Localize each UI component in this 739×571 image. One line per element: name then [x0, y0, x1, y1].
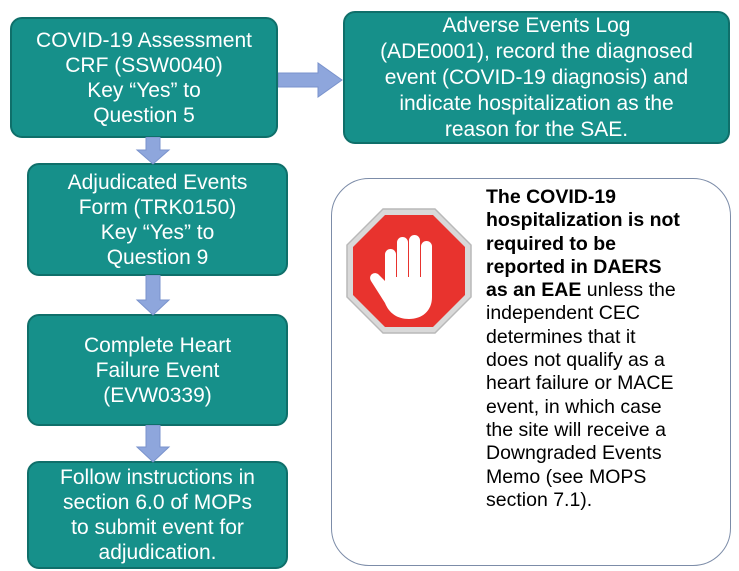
- heart-failure-line-3: (EVW0339): [103, 383, 212, 407]
- note-text: The COVID-19 hospitalization is not requ…: [486, 186, 726, 512]
- arrow-down-icon: [135, 275, 171, 316]
- adjudicated-line-2: Form (TRK0150): [78, 195, 237, 219]
- assessment-line-4: Question 5: [93, 103, 195, 127]
- note-bold-line-3: required to be: [486, 232, 617, 255]
- assessment-line-2: CRF (SSW0040): [65, 53, 223, 77]
- note-mixed-line: as an EAE unless the: [486, 279, 676, 302]
- assessment-line-1: COVID-19 Assessment: [36, 28, 252, 52]
- arrow-right-icon: [278, 62, 343, 98]
- note-line-5: event, in which case: [486, 395, 662, 418]
- note-bold-line-1: The COVID-19: [486, 186, 617, 208]
- note-line-9: section 7.1).: [486, 488, 593, 511]
- follow-line-4: adjudication.: [98, 541, 217, 564]
- adverse-events-log-box: Adverse Events Log (ADE0001), record the…: [343, 11, 730, 144]
- note-bold-line-4: reported in DAERS: [486, 255, 662, 278]
- follow-line-3: to submit event for: [71, 516, 244, 539]
- note-line-4: heart failure or MACE: [486, 372, 674, 395]
- note-line-7: Downgraded Events: [486, 442, 662, 465]
- note-line-1: independent CEC: [486, 302, 640, 325]
- note-line-2: determines that it: [486, 325, 636, 348]
- arrow-down-icon: [135, 137, 171, 165]
- follow-instructions-box: Follow instructions in section 6.0 of MO…: [27, 461, 288, 569]
- adjudicated-line-3: Key “Yes” to: [100, 220, 215, 244]
- adverse-line-2: (ADE0001), record the diagnosed: [380, 39, 693, 63]
- note-line-3: does not qualify as a: [486, 349, 665, 372]
- assessment-crf-box: COVID-19 Assessment CRF (SSW0040) Key “Y…: [10, 17, 278, 138]
- follow-line-1: Follow instructions in: [60, 466, 255, 489]
- adjudicated-line-4: Question 9: [106, 245, 209, 269]
- note-bold-line-2: hospitalization is not: [486, 209, 680, 232]
- adverse-line-1: Adverse Events Log: [442, 13, 631, 37]
- heart-failure-event-box: Complete Heart Failure Event (EVW0339): [27, 314, 288, 426]
- adjudicated-line-1: Adjudicated Events: [67, 170, 248, 194]
- note-line-8: Memo (see MOPS: [486, 465, 647, 488]
- adverse-line-4: indicate hospitalization as the: [399, 91, 674, 115]
- adverse-line-3: event (COVID-19 diagnosis) and: [384, 65, 689, 89]
- heart-failure-line-2: Failure Event: [95, 358, 220, 382]
- note-line-6: the site will receive a: [486, 418, 666, 441]
- heart-failure-line-1: Complete Heart: [83, 333, 232, 357]
- stop-hand-icon: [346, 208, 472, 334]
- arrow-down-icon: [135, 425, 171, 463]
- adjudicated-events-box: Adjudicated Events Form (TRK0150) Key “Y…: [27, 163, 288, 276]
- adverse-line-5: reason for the SAE.: [444, 117, 629, 141]
- follow-line-2: section 6.0 of MOPs: [62, 491, 253, 514]
- assessment-line-3: Key “Yes” to: [87, 78, 201, 102]
